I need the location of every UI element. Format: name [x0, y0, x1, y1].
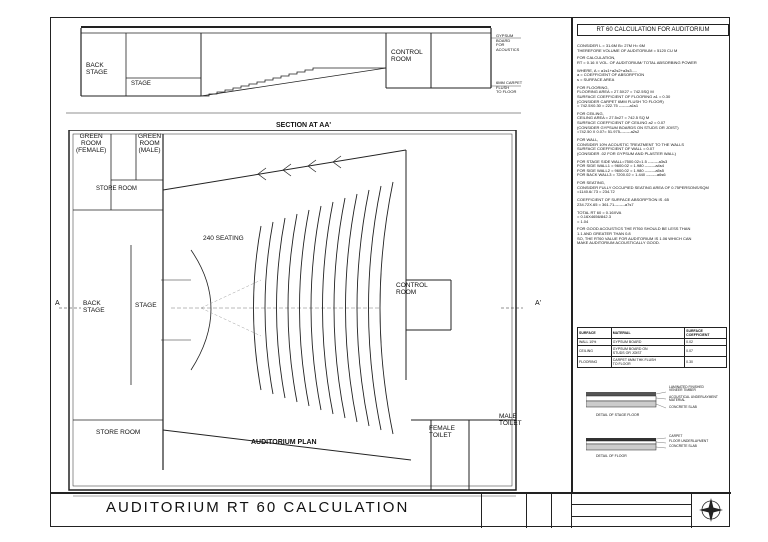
section-title: SECTION AT AA': [276, 122, 332, 129]
gypsum-board-note: GYPSUM BOARD FOR ACOUSTICS: [496, 33, 520, 52]
section-back-stage-label: BACK STAGE: [86, 62, 108, 76]
female-toilet-label: FEMALE TOILET: [429, 425, 456, 439]
calc-line: CONSIDER 10% ACOUSTIC TREATMENT TO THE W…: [577, 141, 684, 147]
floor-detail: [586, 437, 666, 451]
calc-line: (CONSIDER .02 FOR GYPSUM AND PLASTER WAL…: [577, 150, 676, 156]
calc-line: TOTAL RT 60 = 0.16XVA: [577, 209, 622, 215]
table-header: SURFACE COEFFICIENT: [684, 327, 727, 339]
stage-detail-note: ACOUSTICAL UNDERLAYMENT MATERIAL: [669, 395, 718, 403]
table-header: MATERIAL: [610, 327, 686, 339]
table-cell: 0.30: [684, 356, 727, 368]
stage-detail-note: CONCRETE SLAB: [669, 405, 697, 409]
stage-floor-detail: [586, 391, 666, 409]
drawing-sheet: BACK STAGE STAGE CONTROL ROOM GYPSUM BOA…: [50, 17, 731, 528]
surface-table: SURFACE MATERIAL SURFACE COEFFICIENT WAL…: [577, 327, 727, 368]
calc-line: (CONSIDER GYPSUM BOARDS ON STUDS OR JOIS…: [577, 124, 679, 130]
calc-line: =742.50 X 0.07= 51.975--------a2s2: [577, 129, 640, 135]
calc-line: SURFACE COEFFICIENT OF CEILING a2 = 0.07: [577, 120, 666, 126]
title-block-divider: [551, 492, 552, 528]
calc-line: FOR CALCULATION,: [577, 55, 616, 61]
section-drawing: [66, 26, 521, 114]
male-toilet-label: MALE TOILET: [499, 413, 522, 427]
green-room-female-label: GREEN ROOM (FEMALE): [76, 133, 107, 154]
section-marker-a-prime: A': [535, 300, 542, 307]
table-header: SURFACE: [577, 327, 612, 339]
calc-line: FOR SIDE WALL1 = 9600.02 = 1.980 -------…: [577, 163, 664, 169]
seating-label: 240 SEATING: [203, 235, 244, 242]
table-row: WALL 10% GYPSUM BOARD 0.02: [577, 338, 727, 346]
calc-line: FOR SEATING,: [577, 180, 605, 186]
calc-line: FOR BACK WALL3 = 7200.02 = 1.440 -------…: [577, 172, 666, 178]
table-cell: WALL 10%: [577, 338, 612, 346]
stage-detail-caption: DETAIL OF STAGE FLOOR: [596, 413, 640, 417]
title-block-divider: [691, 492, 692, 528]
floor-detail-note: FLOOR UNDERLAYMENT: [669, 439, 709, 443]
calc-line: FOR STAGE SIDE WALL=7500.02=1.5 --------…: [577, 158, 668, 164]
title-block-divider: [481, 492, 482, 528]
calc-line: = 1.04: [577, 218, 589, 224]
calc-line: =1140.6/.73 = 234.72: [577, 189, 615, 195]
calc-line: = 0.16X4656/842.3: [577, 214, 611, 220]
table-cell: 0.07: [684, 345, 727, 357]
calc-line: FLOORING AREA = 27.5X27 = 742.5SQ M: [577, 89, 654, 95]
calc-line: 234.72X.65 = 361.71--------a7s7: [577, 201, 634, 207]
calc-line: SURFACE COEFFICIENT OF FLOORING a1 = 0.3…: [577, 93, 671, 99]
calc-line: CONSIDER FULLY OCCUPIED SEATING AREA OF …: [577, 184, 709, 190]
plan-stage-label: STAGE: [135, 302, 157, 309]
panel-divider: [571, 18, 573, 492]
calc-line: FOR WALL,: [577, 137, 599, 143]
section-marker-a: A: [55, 300, 60, 307]
title-block-title: AUDITORIUM RT 60 CALCULATION: [106, 499, 410, 516]
plan-drawing: [59, 130, 523, 497]
stage-detail-note: LAMINATED FINISHED VENEER TIMBER: [669, 385, 704, 393]
calc-line: MAKE AUDITORIUM ACOUSTICALLY GOOD.: [577, 240, 660, 246]
section-stage-label: STAGE: [131, 81, 151, 87]
calc-line: FOR SIDE WALL2 = 9600.02 = 1.980 -------…: [577, 167, 664, 173]
calc-line: s = SURFACE AREA: [577, 76, 615, 82]
title-block-divider: [571, 492, 572, 528]
section-control-room-label: CONTROL ROOM: [391, 49, 423, 63]
table-row: CEILING GYPSUM BOARD ON STUDS OR JOIST 0…: [577, 345, 727, 357]
calc-line: SO, THE RT60 VALUE FOR AUDITORIUM IS 1.0…: [577, 235, 692, 241]
green-room-male-label: GREEN ROOM (MALE): [138, 133, 162, 154]
calc-line: THEREFORE VOLUME OF AUDITORIUM = 5120 CU…: [577, 47, 678, 53]
calc-line: CEILING AREA = 27.5x27 = 742.5 SQ M: [577, 115, 650, 121]
calc-line: FOR CEILING,: [577, 110, 604, 116]
title-block-border: [51, 492, 731, 494]
store-room-bottom-label: STORE ROOM: [96, 429, 141, 436]
calc-line: (CONSIDER CARPET 6MM FLUSH TO FLOOR): [577, 98, 664, 104]
calc-line: WHERE, A = a1s1+a2s2+a3s3.....: [577, 67, 638, 73]
title-block-divider: [526, 492, 527, 528]
floor-detail-note: CARPET: [669, 434, 683, 438]
plan-control-room-label: CONTROL ROOM: [396, 282, 428, 296]
carpet-note: 6MM CARPET FLUSH TO FLOOR: [496, 80, 523, 95]
calc-title: RT 60 CALCULATION FOR AUDITORIUM: [577, 24, 729, 37]
table-cell: FLOORING: [577, 356, 612, 368]
table-row: FLOORING CARPET 6MM THK FLUSH TO FLOOR 0…: [577, 356, 727, 368]
calc-line: FOR FLOORING,: [577, 84, 609, 90]
table-cell: CARPET 6MM THK FLUSH TO FLOOR: [610, 356, 686, 368]
table-cell: GYPSUM BOARD: [610, 338, 686, 346]
calc-line: = 742.5X0.30 = 222.75 --------a1s1: [577, 103, 639, 109]
plan-title: AUDITORIUM PLAN: [251, 439, 317, 446]
table-cell: GYPSUM BOARD ON STUDS OR JOIST: [610, 345, 686, 357]
calc-line: SURFACE COEFFICIENT OF WALL = 0.07: [577, 146, 655, 152]
table-cell: 0.02: [684, 338, 727, 346]
store-room-top-label: STORE ROOM: [96, 186, 137, 192]
plan-back-stage-label: BACK STAGE: [83, 300, 105, 314]
floor-detail-caption: DETAIL OF FLOOR: [596, 454, 627, 458]
calc-line: 1.1 AND GREATER THAN 0.8: [577, 231, 631, 237]
calc-line: COEFFICIENT OF SURFACE ABSORPTION IS .65: [577, 197, 669, 203]
title-block-row-line: [571, 504, 691, 505]
title-block-row-line: [571, 516, 691, 517]
calc-line: a = COEFFICIENT OF ABSORPTION: [577, 72, 645, 78]
floor-detail-note: CONCRETE SLAB: [669, 444, 697, 448]
table-cell: CEILING: [577, 345, 612, 357]
north-arrow-icon: [699, 498, 723, 522]
calc-line: RT = 0.16 X VOL. OF AUDITORIUM/ TOTAL AB…: [577, 59, 697, 65]
calc-line: CONSIDER L = 31.6M B= 27M H= 6M: [577, 43, 645, 48]
calc-line: FOR GOOD ACOUSTICS THE RT60 SHOULD BE LE…: [577, 226, 691, 232]
